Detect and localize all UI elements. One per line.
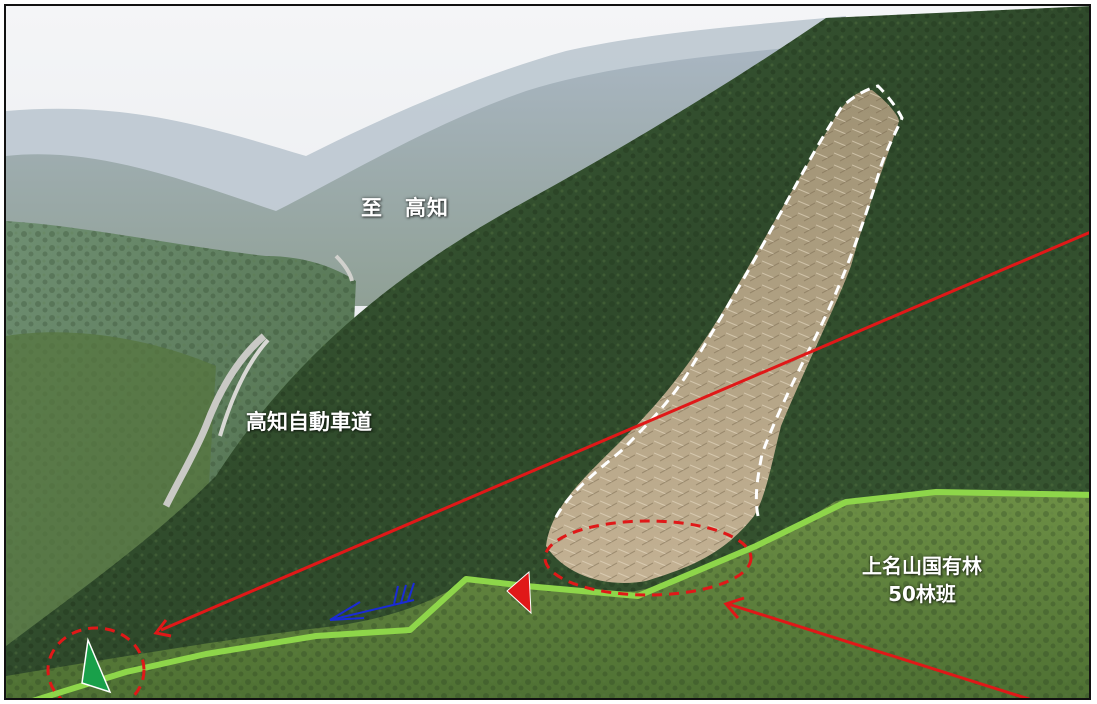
expressway-road xyxy=(162,333,267,508)
green-triangle-marker-icon xyxy=(81,637,112,694)
red-line-lower xyxy=(727,602,1031,698)
aerial-photo-frame: 至 高知 高知自動車道 上名山国有林 50林班 xyxy=(4,4,1091,700)
forest-compartment-label: 上名山国有林 50林班 xyxy=(862,552,982,608)
red-dashed-ellipse-deposit xyxy=(543,519,753,597)
red-arrowhead-lower xyxy=(723,596,745,619)
red-dashed-ellipse-left xyxy=(46,626,146,698)
green-boundary-line xyxy=(31,489,1089,698)
red-arrowhead-upper xyxy=(153,619,172,638)
expressway-label: 高知自動車道 xyxy=(246,410,372,434)
aerial-landslide-photo xyxy=(6,6,1089,698)
direction-label: 至 高知 xyxy=(361,196,449,220)
red-line-upper xyxy=(160,231,1089,632)
blue-strike-dip-symbol-icon xyxy=(329,582,415,621)
forest-name: 上名山国有林 xyxy=(862,554,982,578)
red-triangle-marker-icon xyxy=(506,570,532,615)
forest-compartment-number: 50林班 xyxy=(888,582,956,606)
